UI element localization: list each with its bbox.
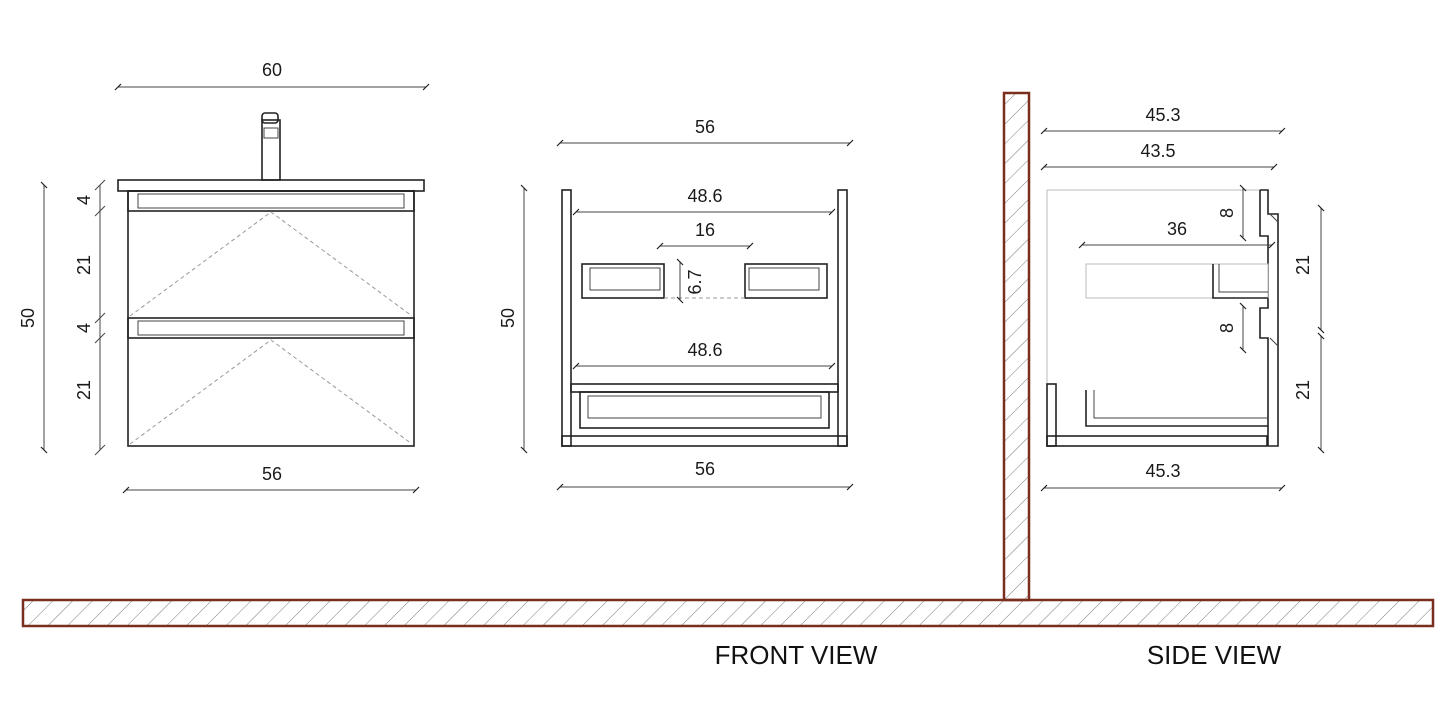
dim-inner-width-bottom: 48.6 xyxy=(687,340,722,360)
dim-side-top-depth: 45.3 xyxy=(1145,105,1180,125)
dim-side-inner-depth: 43.5 xyxy=(1140,141,1175,161)
dim-side-drawer-depth: 36 xyxy=(1167,219,1187,239)
dim-side-segment-bottom: 21 xyxy=(1293,380,1313,400)
caption-side-view: SIDE VIEW xyxy=(1147,640,1282,670)
dim-segment-3: 4 xyxy=(74,323,94,333)
dim-inner-width-top: 48.6 xyxy=(687,186,722,206)
front-open-view: 56 48.6 16 6.7 48.6 56 50 xyxy=(498,117,854,491)
dim-side-gap-top: 8 xyxy=(1217,208,1237,218)
dim-side-bottom-depth: 45.3 xyxy=(1145,461,1180,481)
dim-height: 50 xyxy=(18,308,38,328)
dim-side-segment-top: 21 xyxy=(1293,255,1313,275)
dim-open-bottom-width: 56 xyxy=(695,459,715,479)
dim-segment-4: 21 xyxy=(74,380,94,400)
wall xyxy=(1002,91,1031,602)
dim-segment-1: 4 xyxy=(74,195,94,205)
front-closed-view: 60 56 50 4 21 4 21 xyxy=(18,60,430,494)
floor xyxy=(21,598,1435,628)
dim-side-gap-mid: 8 xyxy=(1217,323,1237,333)
dim-handle-spacing: 16 xyxy=(695,220,715,240)
dim-top-width: 60 xyxy=(262,60,282,80)
dim-segment-2: 21 xyxy=(74,255,94,275)
basin-top xyxy=(117,179,425,192)
dim-handle-height: 6.7 xyxy=(685,269,705,294)
side-view: 45.3 43.5 36 8 8 21 21 45.3 xyxy=(1040,105,1325,492)
dim-outer-width: 56 xyxy=(695,117,715,137)
faucet-icon xyxy=(261,112,281,181)
caption-front-view: FRONT VIEW xyxy=(715,640,878,670)
dim-open-height: 50 xyxy=(498,308,518,328)
dim-bottom-width: 56 xyxy=(262,464,282,484)
